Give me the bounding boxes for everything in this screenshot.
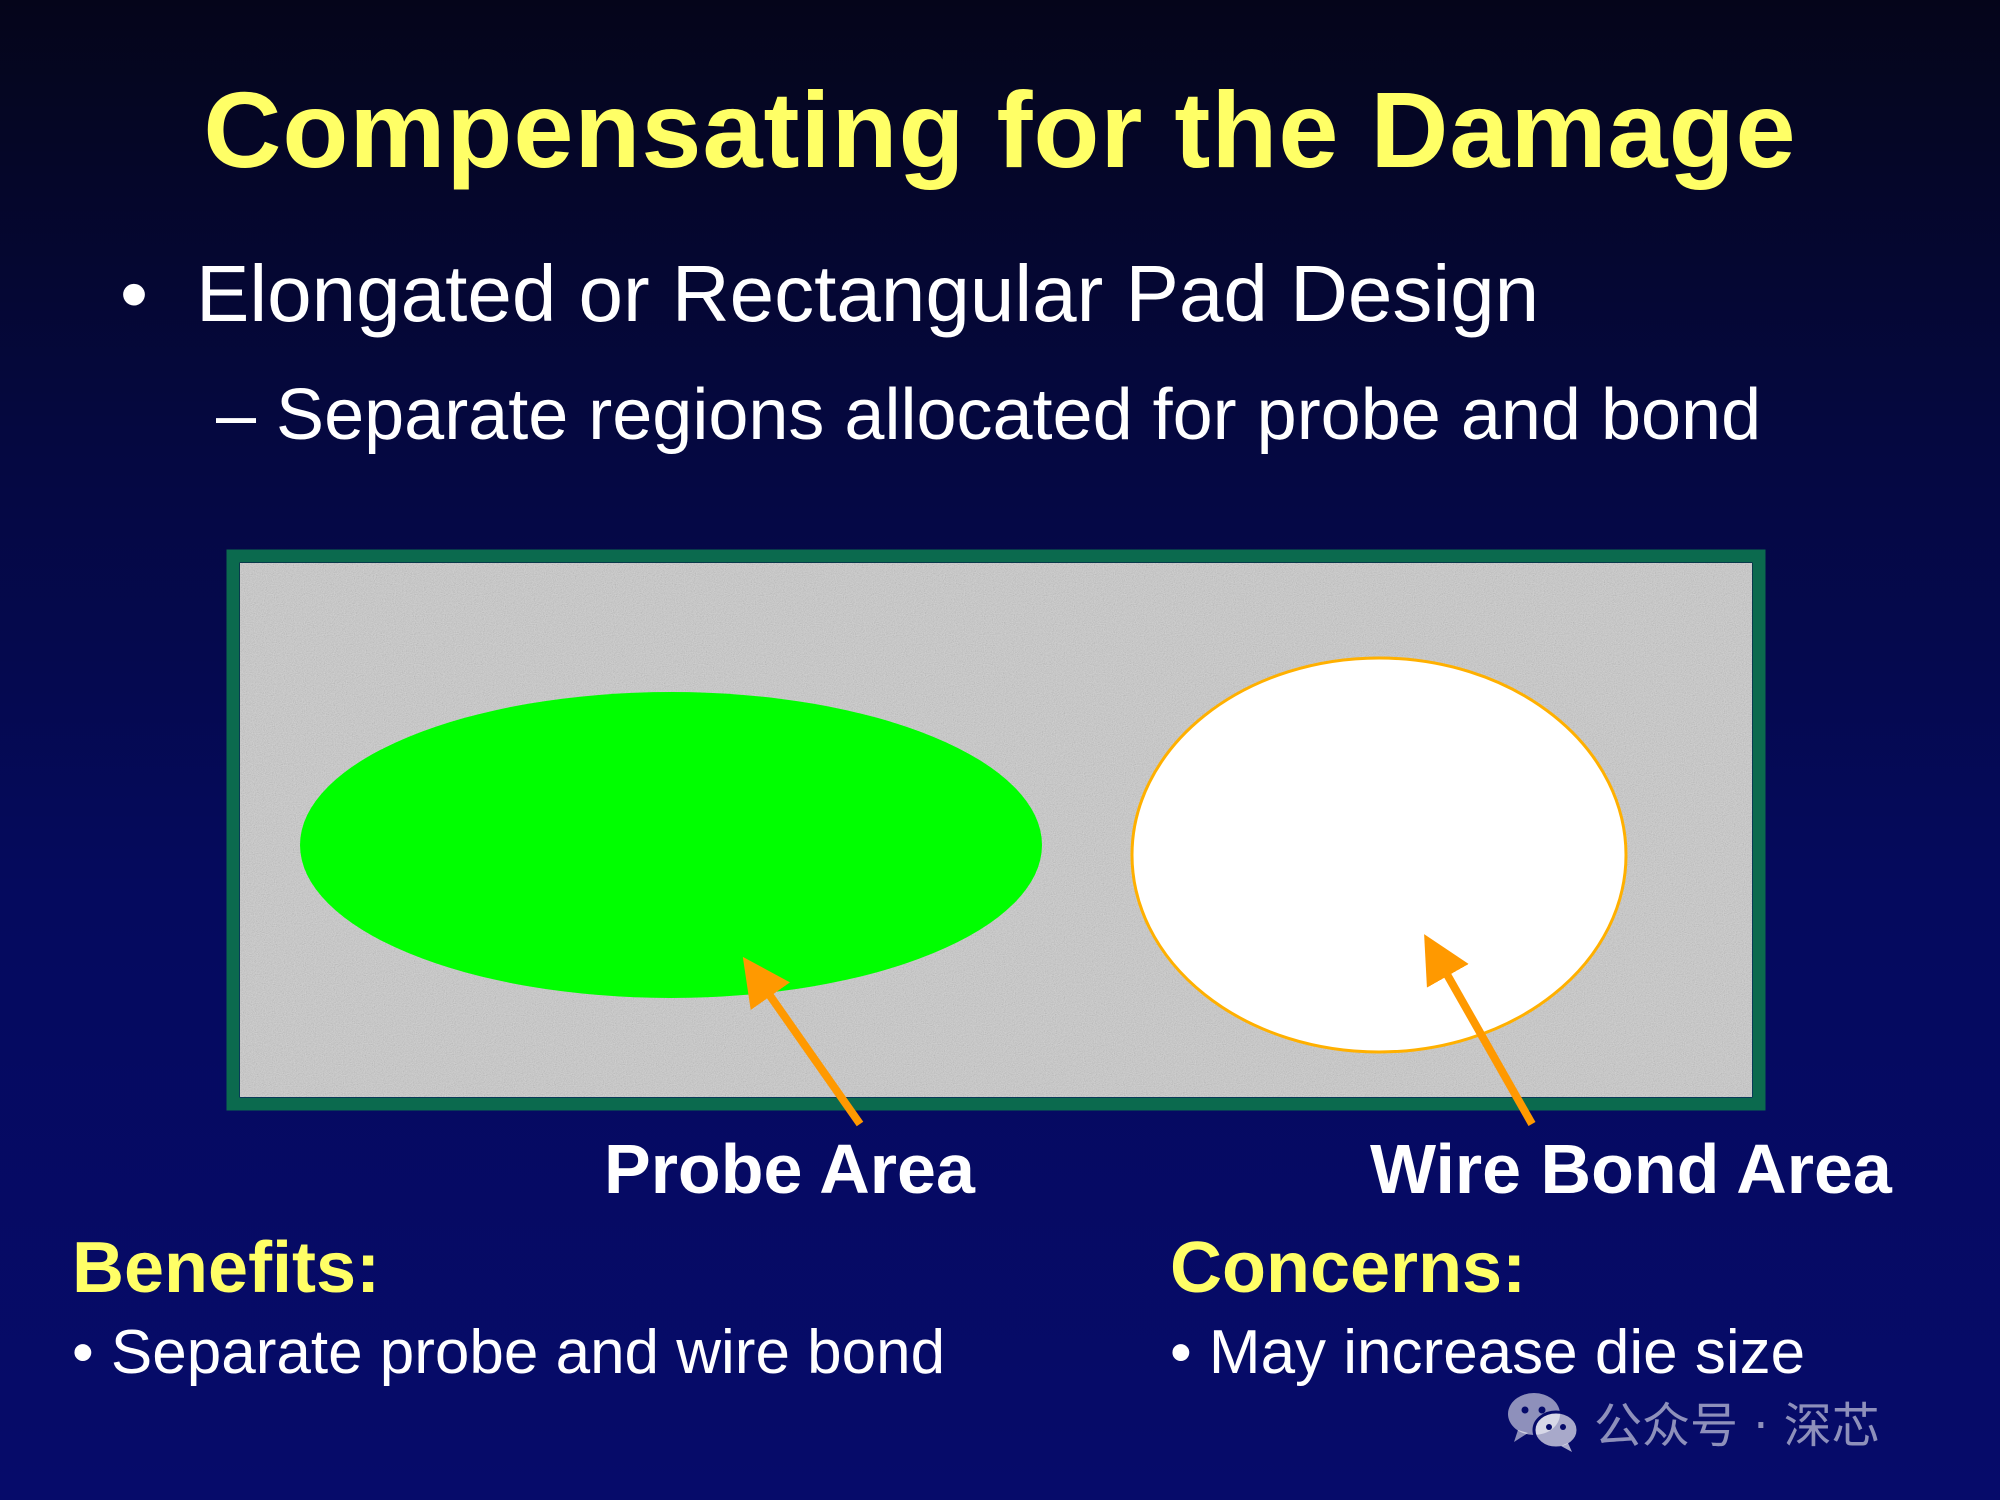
wechat-icon <box>1508 1393 1580 1452</box>
benefits-heading: Benefits: <box>72 1228 381 1308</box>
probe-area-arrow <box>742 956 864 1127</box>
main-bullet-text: Elongated or Rectangular Pad Design <box>196 249 1540 338</box>
wire-bond-area-ellipse <box>1130 656 1628 1054</box>
pad-frame <box>226 549 1766 1111</box>
probe-area-ellipse <box>300 692 1042 998</box>
benefits-point: • Separate probe and wire bond <box>72 1318 946 1387</box>
bullet-dot: • <box>120 249 149 338</box>
watermark-text: 公众号 · 深芯 <box>1594 1398 1880 1454</box>
probe-area-label: Probe Area <box>604 1130 975 1208</box>
slide-title: Compensating for the Damage <box>203 69 1797 190</box>
concerns-point: • May increase die size <box>1170 1318 1806 1387</box>
wire-bond-area-arrow <box>1424 934 1536 1126</box>
wire-bond-area-label: Wire Bond Area <box>1370 1130 1892 1208</box>
watermark: 公众号 · 深芯 <box>1506 1386 1880 1456</box>
main-bullet: • Elongated or Rectangular Pad Design <box>120 246 1539 342</box>
sub-bullet: – Separate regions allocated for probe a… <box>216 375 1762 455</box>
concerns-heading: Concerns: <box>1170 1228 1527 1308</box>
